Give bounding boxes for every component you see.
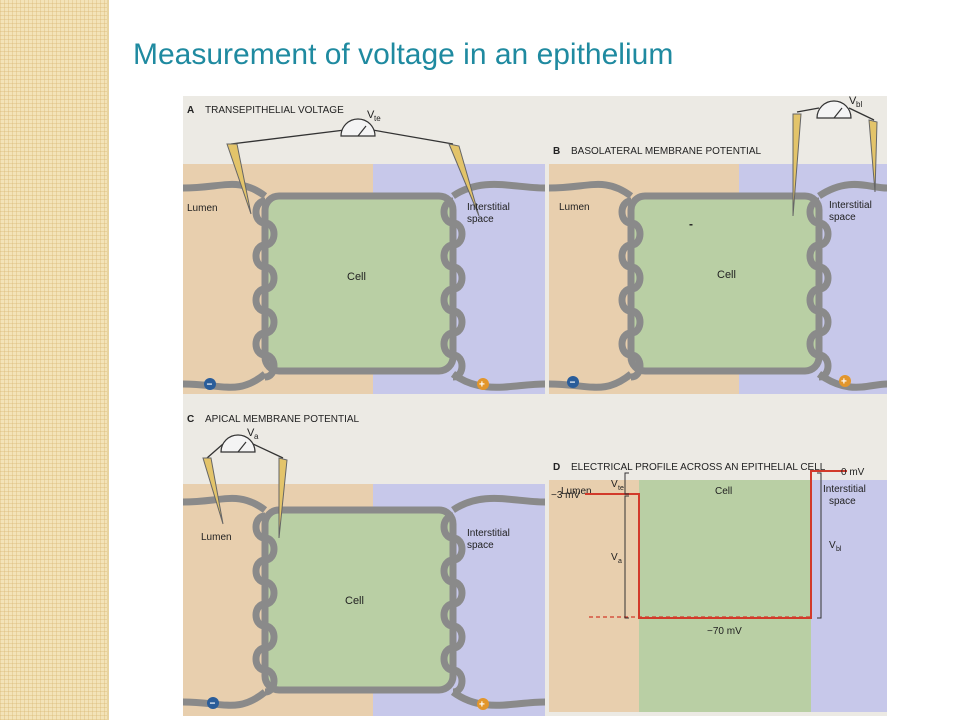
electrode-a-right: [448, 143, 480, 217]
interstitial-label-b-1: Interstitial: [829, 200, 872, 211]
lumen-label-c: Lumen: [201, 532, 232, 543]
panel-b-heading: BASOLATERAL MEMBRANE POTENTIAL: [571, 146, 761, 157]
panel-a: A TRANSEPITHELIAL VOLTAGE V te Lumen Int…: [183, 105, 546, 394]
cell-sign-b: -: [689, 217, 693, 231]
lumen-label-b: Lumen: [559, 202, 590, 213]
interstitial-label-d-1: Interstitial: [823, 484, 866, 495]
interstitial-label-b-2: space: [829, 212, 856, 223]
cell-label-c: Cell: [345, 595, 364, 607]
panel-c-letter: C: [187, 414, 194, 425]
vte-label: V: [611, 479, 618, 490]
panel-a-letter: A: [187, 105, 194, 116]
interstitial-label-c-2: space: [467, 540, 494, 551]
slide-title: Measurement of voltage in an epithelium: [133, 38, 674, 71]
voltage-profile-line: [585, 470, 847, 619]
stripe-edge: [107, 0, 109, 720]
zero-mv-label: 0 mV: [841, 467, 865, 478]
electrode-b-left: [792, 113, 802, 217]
negative-icon-c: [207, 697, 219, 709]
meter-sub-b: bl: [856, 100, 862, 109]
panel-d-letter: D: [553, 462, 560, 473]
interstitial-label-a-1: Interstitial: [467, 202, 510, 213]
va-sub: a: [618, 558, 622, 565]
cell-b: [627, 192, 823, 375]
panel-c: C APICAL MEMBRANE POTENTIAL V a Lumen In…: [183, 414, 546, 716]
voltmeter-icon-b: [816, 100, 852, 119]
interstitial-label-c-1: Interstitial: [467, 528, 510, 539]
svg-text:+: +: [479, 380, 485, 391]
cell-label-a: Cell: [347, 271, 366, 283]
negative-icon-a: [204, 378, 216, 390]
minus70-mv-label: −70 mV: [707, 626, 742, 637]
panel-a-heading: TRANSEPITHELIAL VOLTAGE: [205, 105, 344, 116]
panel-b-letter: B: [553, 146, 560, 157]
lumen-zone-d: [549, 480, 639, 712]
panel-d-heading: ELECTRICAL PROFILE ACROSS AN EPITHELIAL …: [571, 462, 826, 473]
cell-zone-d: [639, 480, 811, 712]
interstitial-label-d-2: space: [829, 496, 856, 507]
electrode-b-right: [868, 119, 878, 193]
panel-c-heading: APICAL MEMBRANE POTENTIAL: [205, 414, 360, 425]
interstitial-label-a-2: space: [467, 214, 494, 225]
electrode-c-right: [278, 457, 288, 539]
cell-label-d: Cell: [715, 486, 732, 497]
electrode-c-left: [202, 457, 224, 525]
va-label: V: [611, 552, 618, 563]
figure-scan: A TRANSEPITHELIAL VOLTAGE V te Lumen Int…: [183, 96, 887, 716]
cell-label-b: Cell: [717, 269, 736, 281]
positive-icon-a: [477, 378, 489, 390]
positive-icon-c: [477, 698, 489, 710]
vbl-sub: bl: [836, 546, 842, 553]
lumen-label-d: Lumen: [561, 486, 592, 497]
cell-c: [261, 506, 457, 694]
svg-text:−: −: [210, 699, 216, 710]
meter-label-c: V: [247, 427, 255, 439]
voltmeter-icon-c: [220, 434, 256, 453]
svg-text:−: −: [570, 378, 576, 389]
panel-d: D ELECTRICAL PROFILE ACROSS AN EPITHELIA…: [549, 462, 887, 712]
voltmeter-icon-a: [340, 118, 376, 137]
electrode-a-left: [226, 143, 252, 215]
vbl-label: V: [829, 540, 836, 551]
decorative-stripe: [0, 0, 107, 720]
vte-sub: te: [618, 485, 624, 492]
minus3-mv-label: −3 mV: [551, 490, 581, 501]
svg-text:−: −: [207, 380, 213, 391]
meter-sub-a: te: [374, 114, 381, 123]
negative-icon-b: [567, 376, 579, 388]
svg-text:+: +: [479, 700, 485, 711]
interstitial-zone-d: [811, 480, 887, 712]
svg-text:+: +: [841, 377, 847, 388]
meter-label-a: V: [367, 109, 375, 121]
cell-a: [261, 192, 457, 375]
meter-sub-c: a: [254, 432, 259, 441]
panel-b: B BASOLATERAL MEMBRANE POTENTIAL V bl Lu…: [548, 96, 887, 394]
lumen-label-a: Lumen: [187, 203, 218, 214]
positive-icon-b: [839, 375, 851, 387]
meter-label-b: V: [849, 96, 857, 107]
